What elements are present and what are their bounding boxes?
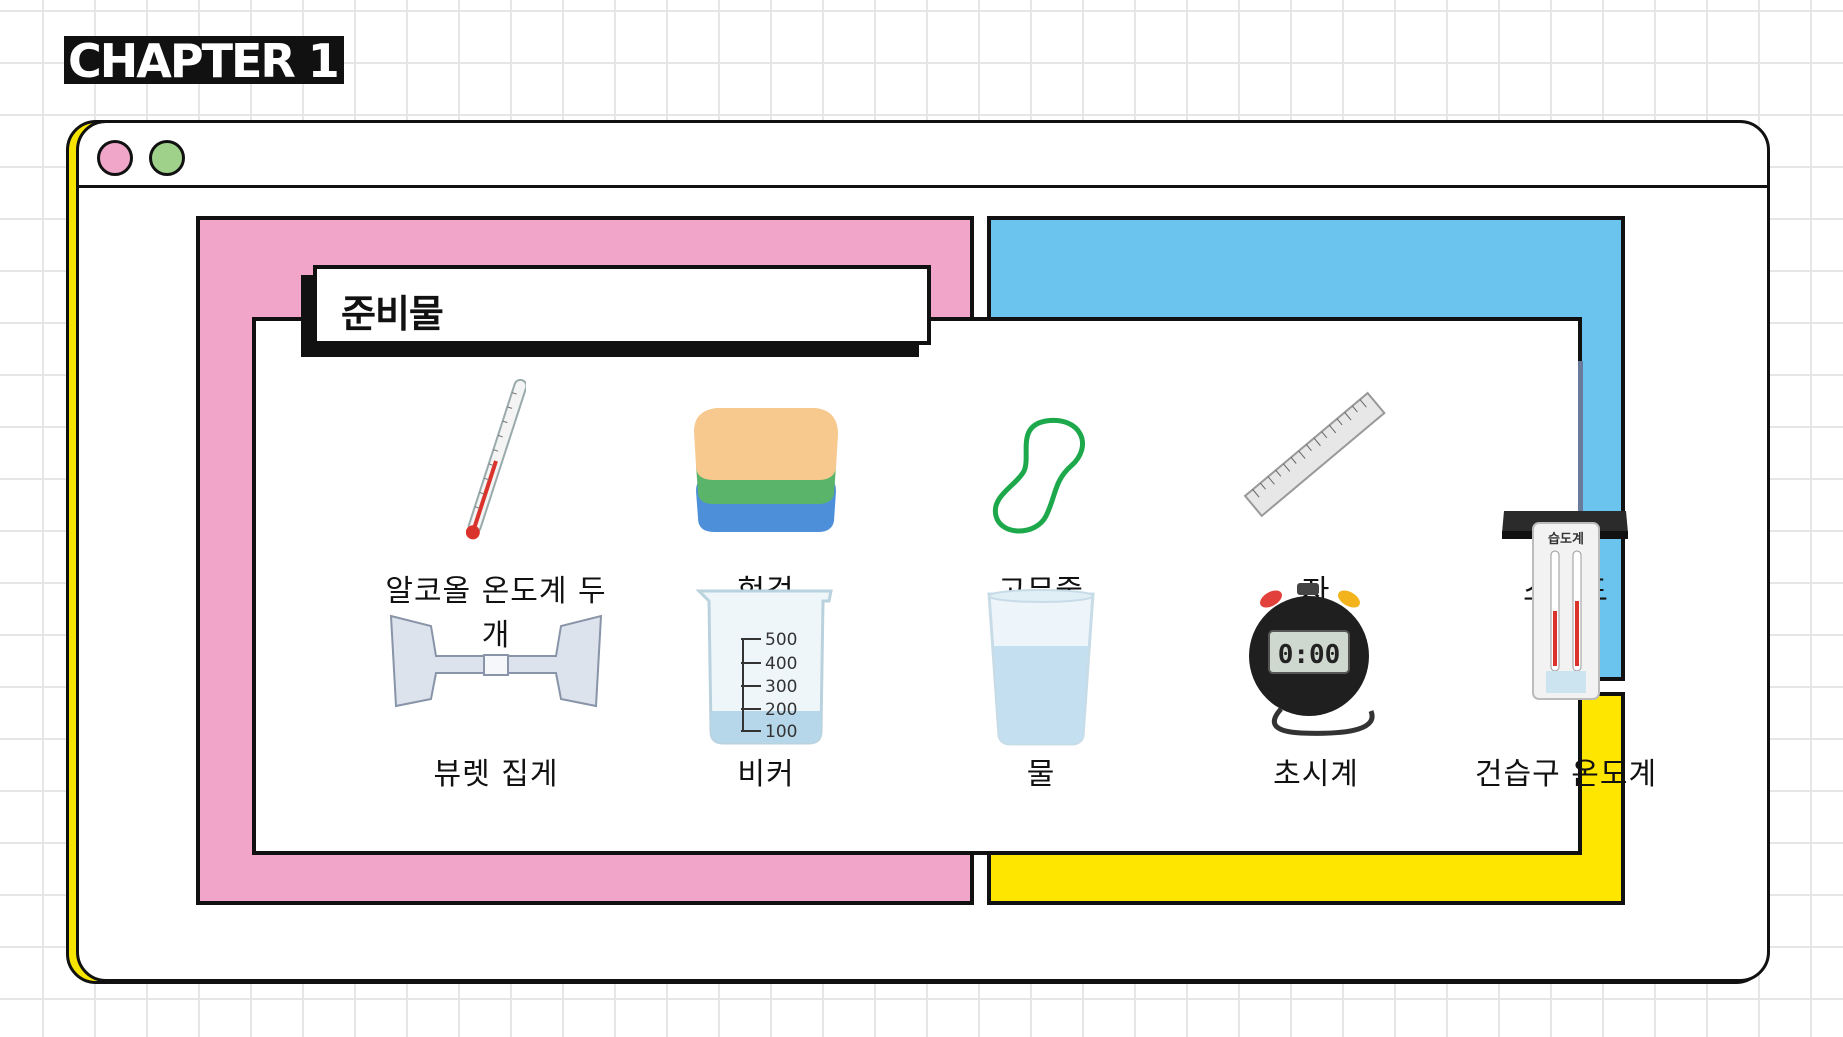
material-label: 알코올 온도계 두 개 [385, 574, 607, 653]
material-label: 비커 [737, 757, 795, 792]
hygrometer-icon: 습도계 [1532, 522, 1600, 700]
stopwatch-display: 0:00 [1278, 640, 1341, 670]
beaker-mark: 100 [765, 722, 797, 742]
materials-card: 알코올 온도계 두 개 헝겊 고무줄 [252, 317, 1656, 855]
material-label: 건습구 온도계 [1474, 757, 1658, 792]
material-item: 자 [1186, 371, 1446, 609]
beaker-mark: 200 [765, 700, 797, 720]
cloth-icon [694, 408, 838, 532]
water-glass-icon [987, 589, 1095, 746]
material-label: 초시계 [1273, 757, 1359, 792]
card-title: 준비물 [341, 292, 444, 336]
material-label: 물 [1026, 757, 1056, 792]
burette-clamp-icon [389, 614, 603, 708]
material-item: 알코올 온도계 두 개 [366, 371, 626, 653]
material-item: 뷰렛 집게 [366, 591, 626, 811]
chapter-label: CHAPTER 1 [64, 36, 344, 86]
stopwatch-icon: 0:00 [1249, 583, 1375, 736]
thermometer-icon [466, 378, 526, 540]
beaker-icon: 500 400 300 200 100 [695, 589, 833, 745]
titlebar-divider [79, 185, 1767, 188]
hygrometer-header: 습도계 [1548, 532, 1584, 547]
title-box: 준비물 [313, 265, 931, 345]
material-item: 습도계 건습구 온도계 [1436, 522, 1696, 811]
material-item: 고무줄 [911, 371, 1171, 609]
green-dot[interactable] [149, 140, 185, 176]
material-item: 500 400 300 200 100 비커 [636, 589, 896, 811]
rubber-band-icon [992, 418, 1085, 534]
beaker-mark: 300 [765, 677, 797, 697]
beaker-mark: 400 [765, 654, 797, 674]
material-item: 헝겊 [636, 371, 896, 609]
material-item: 물 [911, 589, 1171, 811]
material-label: 뷰렛 집게 [433, 757, 559, 792]
ruler-icon [1243, 391, 1386, 518]
pink-dot[interactable] [97, 140, 133, 176]
material-item: 0:00 초시계 [1186, 583, 1446, 811]
beaker-mark: 500 [765, 630, 797, 650]
